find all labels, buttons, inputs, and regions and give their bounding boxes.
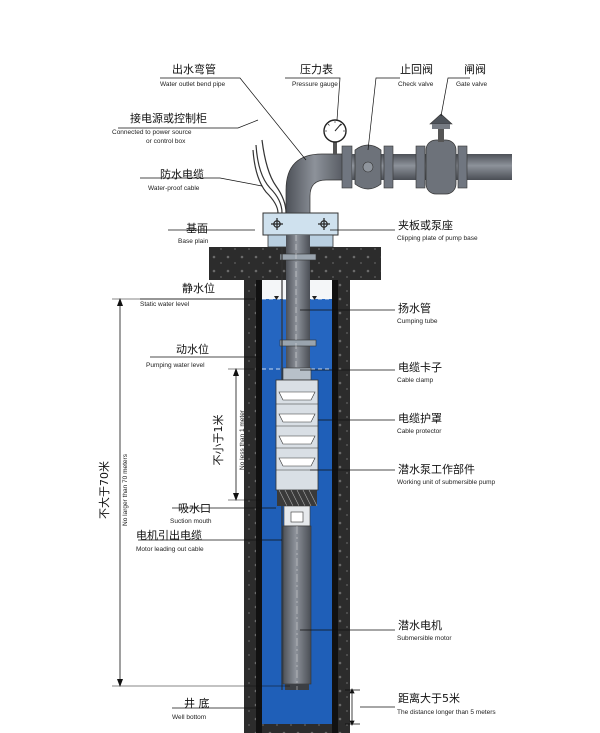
label-cable-clamp: 电缆卡子 Cable clamp xyxy=(397,361,442,384)
label-base-plain: 基面 Base plain xyxy=(178,222,209,245)
label-clipping-plate-en: Clipping plate of pump base xyxy=(397,235,478,242)
label-power-source-en2: or control box xyxy=(146,138,186,145)
label-power-source: 接电源或控制柜 Connected to power source or con… xyxy=(112,111,207,145)
label-gate-valve-zh: 闸阀 xyxy=(464,62,486,76)
label-outlet-bend-pipe: 出水弯管 Water outlet bend pipe xyxy=(160,62,226,88)
pressure-gauge xyxy=(323,119,347,154)
label-suction-mouth: 吸水口 Suction mouth xyxy=(170,502,212,525)
label-pressure-gauge-zh: 压力表 xyxy=(300,62,333,76)
label-pumping-tube-en: Cumping tube xyxy=(397,318,438,325)
outlet-bend-pipe xyxy=(285,145,512,214)
label-waterproof-cable-en: Water-proof cable xyxy=(148,185,200,192)
label-pressure-gauge-en: Pressure gauge xyxy=(292,81,338,88)
pumping-tube xyxy=(279,235,317,380)
check-valve xyxy=(354,144,382,190)
label-suction-mouth-zh: 吸水口 xyxy=(178,502,211,515)
label-base-plain-zh: 基面 xyxy=(186,222,208,235)
label-outlet-bend-pipe-zh: 出水弯管 xyxy=(172,62,216,76)
pump-working-unit xyxy=(275,367,319,527)
label-cable-protector: 电缆护罩 Cable protector xyxy=(397,411,442,435)
label-power-source-en1: Connected to power source xyxy=(112,129,192,136)
gate-valve xyxy=(425,113,457,195)
label-distance-5m-en: The distance longer than 5 meters xyxy=(397,709,496,716)
label-clipping-plate-zh: 夹板或泵座 xyxy=(398,218,453,232)
label-well-bottom: 井 底 Well bottom xyxy=(172,696,210,721)
label-motor-cable: 电机引出电缆 Motor leading out cable xyxy=(136,528,204,553)
label-power-source-zh: 接电源或控制柜 xyxy=(130,111,207,125)
label-working-unit: 潜水泵工作部件 Working unit of submersible pump xyxy=(397,462,496,486)
label-static-water-level: 静水位 Static water level xyxy=(140,281,215,308)
label-cable-protector-zh: 电缆护罩 xyxy=(398,411,442,425)
label-distance-5m: 距离大于5米 The distance longer than 5 meters xyxy=(397,691,496,716)
dimension-1m-en: No less than 1 meter xyxy=(239,409,246,470)
label-distance-5m-zh: 距离大于5米 xyxy=(398,691,460,705)
label-cable-clamp-en: Cable clamp xyxy=(397,377,434,384)
dimension-1m: 不小于1米 No less than 1 meter xyxy=(212,368,262,501)
label-motor-cable-en: Motor leading out cable xyxy=(136,546,204,553)
distance-bracket xyxy=(345,688,360,726)
label-submersible-motor-zh: 潜水电机 xyxy=(398,618,442,632)
label-base-plain-en: Base plain xyxy=(178,238,209,245)
label-check-valve-zh: 止回阀 xyxy=(400,62,433,76)
label-pumping-water-level-en: Pumping water level xyxy=(146,362,205,369)
leader-lines xyxy=(118,77,470,709)
label-gate-valve: 闸阀 Gate valve xyxy=(456,62,487,88)
dimension-70m-en: No larger than 70 meters xyxy=(122,453,129,526)
label-pumping-tube: 扬水管 Cumping tube xyxy=(397,301,438,325)
label-pressure-gauge: 压力表 Pressure gauge xyxy=(292,62,338,88)
dimension-70m-zh: 不大于70米 xyxy=(97,461,111,519)
label-static-water-level-en: Static water level xyxy=(140,301,190,308)
label-check-valve: 止回阀 Check valve xyxy=(398,62,434,88)
label-pumping-water-level-zh: 动水位 xyxy=(176,342,209,356)
label-gate-valve-en: Gate valve xyxy=(456,81,487,88)
label-working-unit-en: Working unit of submersible pump xyxy=(397,479,496,486)
label-well-bottom-zh: 井 底 xyxy=(184,696,210,710)
label-working-unit-zh: 潜水泵工作部件 xyxy=(398,462,475,476)
submersible-motor-body xyxy=(282,525,312,690)
label-pumping-water-level: 动水位 Pumping water level xyxy=(146,342,209,369)
label-suction-mouth-en: Suction mouth xyxy=(170,518,212,525)
label-check-valve-en: Check valve xyxy=(398,81,434,88)
label-cable-protector-en: Cable protector xyxy=(397,428,442,435)
dimension-1m-zh: 不小于1米 xyxy=(212,415,225,466)
label-well-bottom-en: Well bottom xyxy=(172,714,206,721)
label-waterproof-cable: 防水电缆 Water-proof cable xyxy=(148,167,204,192)
label-pumping-tube-zh: 扬水管 xyxy=(398,301,431,315)
label-motor-cable-zh: 电机引出电缆 xyxy=(136,528,202,542)
label-waterproof-cable-zh: 防水电缆 xyxy=(160,167,204,181)
label-outlet-bend-pipe-en: Water outlet bend pipe xyxy=(160,81,226,88)
label-submersible-motor-en: Submersible motor xyxy=(397,635,452,642)
label-submersible-motor: 潜水电机 Submersible motor xyxy=(397,618,452,642)
label-clipping-plate: 夹板或泵座 Clipping plate of pump base xyxy=(397,218,478,242)
label-cable-clamp-zh: 电缆卡子 xyxy=(398,361,442,374)
label-static-water-level-zh: 静水位 xyxy=(182,281,215,295)
